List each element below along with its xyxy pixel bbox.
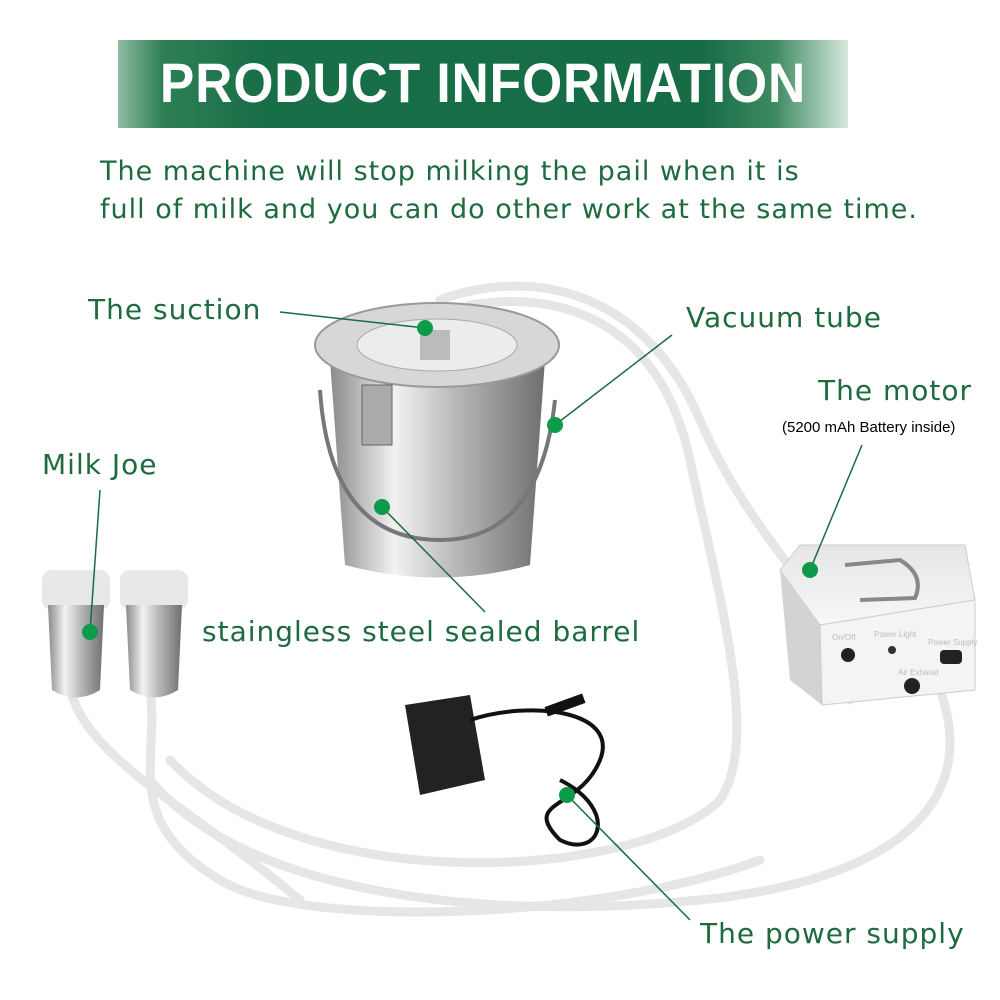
description-line-1: The machine will stop milking the pail w… bbox=[100, 156, 800, 187]
motor-exhaust-label: Air Exhaust bbox=[898, 668, 940, 677]
power-supply-dot bbox=[559, 787, 575, 803]
motor-dot bbox=[802, 562, 818, 578]
vacuum-tube-dot bbox=[547, 417, 563, 433]
label-suction: The suction bbox=[88, 293, 262, 326]
milk-joe-image bbox=[42, 570, 188, 698]
barrel-dot bbox=[374, 499, 390, 515]
page-title: PRODUCT INFORMATION bbox=[159, 51, 807, 114]
barrel-image bbox=[314, 302, 560, 578]
label-motor-battery: (5200 mAh Battery inside) bbox=[782, 419, 956, 436]
label-milk-joe: Milk Joe bbox=[42, 448, 158, 481]
label-motor: The motor bbox=[818, 374, 973, 407]
motor-supply-label: Power Supply bbox=[928, 638, 977, 647]
callout-lines bbox=[89, 311, 863, 921]
suction-dot bbox=[417, 320, 433, 336]
motor-light-label: Power Light bbox=[874, 630, 917, 639]
power-supply-image bbox=[405, 693, 605, 847]
label-power-supply: The power supply bbox=[700, 917, 965, 950]
description-line-2: full of milk and you can do other work a… bbox=[100, 194, 918, 225]
motor-image: On/Off Power Light Power Supply Air Exha… bbox=[779, 544, 977, 706]
title-banner: PRODUCT INFORMATION bbox=[118, 40, 848, 128]
milk-joe-dot bbox=[82, 624, 98, 640]
label-barrel: staingless steel sealed barrel bbox=[202, 615, 641, 648]
motor-switch-label: On/Off bbox=[832, 633, 856, 642]
label-vacuum-tube: Vacuum tube bbox=[686, 301, 882, 334]
